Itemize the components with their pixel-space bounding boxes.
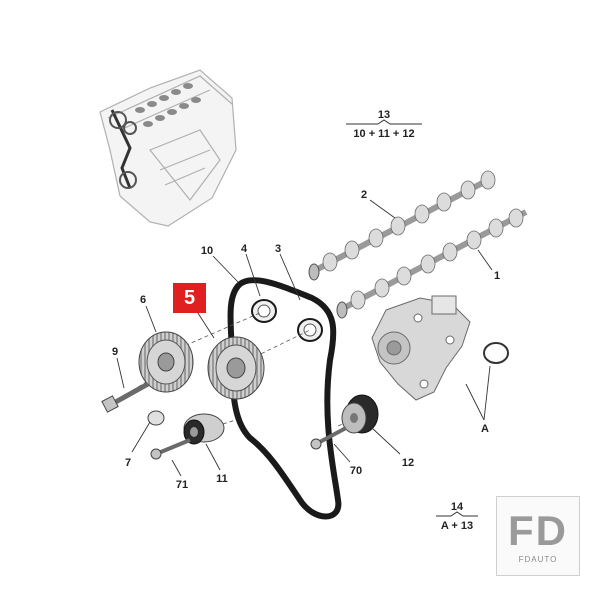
callout-a: A bbox=[481, 423, 489, 435]
water-pump bbox=[371, 295, 471, 401]
group-13-formula: 10 + 11 + 12 bbox=[353, 128, 414, 140]
callout-4: 4 bbox=[241, 243, 248, 255]
callout-1: 1 bbox=[494, 270, 500, 282]
callout-70: 70 bbox=[350, 465, 362, 477]
tensioner-11 bbox=[183, 413, 225, 445]
callout-7: 7 bbox=[125, 457, 131, 469]
seal-4 bbox=[251, 299, 277, 323]
seal-3 bbox=[297, 318, 323, 342]
callout-3: 3 bbox=[275, 243, 281, 255]
sprocket-5 bbox=[207, 336, 265, 400]
bolt-70 bbox=[310, 426, 347, 450]
fdauto-logo: FD FDAUTO bbox=[496, 496, 580, 576]
group-13-number: 13 bbox=[378, 109, 390, 121]
leader-lines bbox=[116, 199, 493, 477]
callout-6: 6 bbox=[140, 294, 146, 306]
callout-12: 12 bbox=[402, 457, 414, 469]
highlighted-part-label: 5 bbox=[173, 283, 206, 313]
callout-9: 9 bbox=[112, 346, 118, 358]
bolt-71 bbox=[150, 438, 191, 460]
washer-7 bbox=[147, 410, 165, 426]
camshaft-exhaust bbox=[336, 208, 528, 319]
callout-71: 71 bbox=[176, 479, 188, 491]
sprocket-6 bbox=[138, 331, 194, 393]
engine-thumbnail bbox=[99, 69, 237, 227]
idler-pulley-12 bbox=[341, 394, 379, 434]
camshaft-intake bbox=[308, 170, 496, 281]
callout-2: 2 bbox=[361, 189, 367, 201]
logo-text: FDAUTO bbox=[518, 554, 558, 564]
group-14-number: 14 bbox=[451, 501, 464, 513]
timing-belt bbox=[227, 277, 342, 520]
callout-11: 11 bbox=[216, 473, 228, 485]
group-14: 14 A + 13 bbox=[436, 501, 478, 532]
o-ring bbox=[483, 342, 509, 364]
callout-10: 10 bbox=[201, 245, 213, 257]
group-13: 13 10 + 11 + 12 bbox=[346, 109, 422, 140]
logo-mark: FD bbox=[508, 506, 568, 554]
group-14-formula: A + 13 bbox=[441, 520, 473, 532]
bolt-9 bbox=[101, 381, 150, 413]
